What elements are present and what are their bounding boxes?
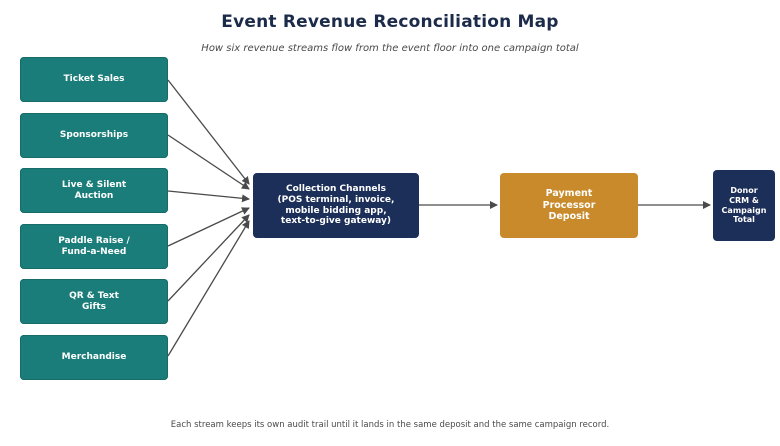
payment-label: Payment Processor Deposit (542, 188, 596, 223)
arrow-ticket-sales (167, 79, 250, 185)
diagram-footer: Each stream keeps its own audit trail un… (170, 420, 610, 430)
source-paddle-raise: Paddle Raise / Fund-a-Need (20, 224, 168, 269)
collection-label: Collection Channels (POS terminal, invoi… (277, 183, 395, 227)
source-sponsorships: Sponsorships (20, 113, 168, 158)
diagram-title: Event Revenue Reconciliation Map (221, 12, 559, 32)
arrow-sponsorships (167, 134, 250, 190)
arrow-merchandise (167, 220, 250, 357)
source-label: QR & Text Gifts (69, 290, 119, 312)
source-label: Live & Silent Auction (61, 179, 127, 201)
source-label: Ticket Sales (63, 74, 125, 85)
donor-label: Donor CRM & Campaign Total (721, 186, 767, 225)
source-merchandise: Merchandise (20, 335, 168, 380)
source-qr-text-gifts: QR & Text Gifts (20, 279, 168, 324)
collection-channels-node: Collection Channels (POS terminal, invoi… (253, 173, 419, 238)
arrow-qr-text (167, 214, 250, 302)
arrow-auction (167, 190, 250, 203)
arrow-paddle-raise (167, 207, 250, 247)
source-label: Paddle Raise / Fund-a-Need (58, 235, 130, 257)
source-label: Sponsorships (59, 130, 129, 141)
source-label: Merchandise (61, 352, 127, 363)
donor-crm-node: Donor CRM & Campaign Total (713, 170, 775, 241)
source-ticket-sales: Ticket Sales (20, 57, 168, 102)
source-auction: Live & Silent Auction (20, 168, 168, 213)
diagram-subtitle: How six revenue streams flow from the ev… (201, 43, 579, 54)
payment-processor-node: Payment Processor Deposit (500, 173, 638, 238)
